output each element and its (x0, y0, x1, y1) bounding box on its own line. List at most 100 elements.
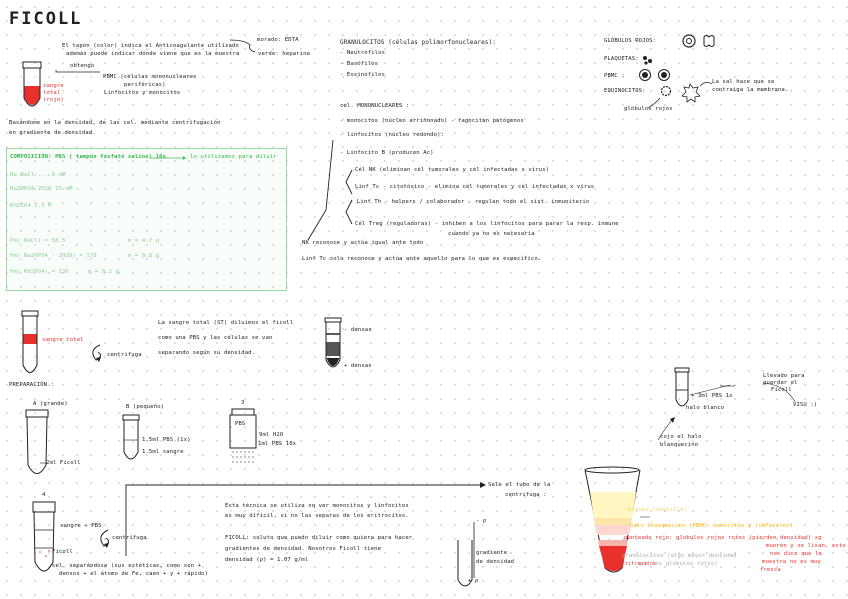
granulocitos-heading: GRANULOCITOS (células polimorfonucleares… (340, 39, 496, 46)
ficoll-def-3: densidad (ρ) = 1.07 g/ml (225, 557, 308, 564)
morado-edta: morado: EDTA (257, 37, 299, 44)
sangre-pbs-label: sangre + PBS (60, 523, 102, 530)
comp-line-4: Pm( NaCl) = 58.5 (10, 238, 65, 245)
centrifuga-text-3: separando según su densidad. (158, 350, 255, 357)
rho-plus: + ρ (468, 578, 478, 585)
centrifuge-tube-icon (22, 311, 38, 373)
small-tube-icon (675, 368, 689, 406)
granulocito-3: - Eosinófilos (340, 72, 385, 79)
sale-tubo: Sale el tubo de la (488, 482, 550, 489)
ficoll-def-1: FICOLL: soluto que puedo diluir como qui… (225, 535, 412, 542)
sangre-15ml: 1.5ml sangre (142, 449, 184, 456)
ficoll-2ml: 2ml Ficoll (46, 460, 81, 467)
preparacion-heading: PREPARACIÓN : (9, 382, 54, 389)
layer-punteado: punteado rojo: glóbulos rojos rotos (pie… (624, 535, 822, 542)
pbs-bottle-icon (230, 409, 256, 462)
linfocito-b: - Linfocito B (producen Ac) (340, 150, 434, 157)
centrifuga-label: centrifuga (107, 352, 142, 359)
cel-treg: Cél Treg (reguladoras) - inhiben a los l… (355, 221, 619, 228)
centrifuga-text-2: como una PBS y las células se van (158, 335, 272, 342)
layer-plasma: plasma (amarillo) (628, 507, 687, 514)
comp-line-5: Pm( Na2HPO4 · 2H2O) = 178 (10, 253, 97, 260)
tube-a-label: A (grande) (33, 401, 68, 408)
comp-result-2: m = 8.8 g (128, 253, 159, 260)
layer-eritrocitos: Eritrocitos (622, 561, 656, 568)
tube-4-number: 4 (42, 492, 45, 499)
layer-punteado-3: nos dice que la (770, 551, 822, 558)
comp-result-1: m = 4.7 g (128, 238, 159, 245)
sal-note: La sal hace que se (712, 79, 774, 86)
plaquetas-label: PLAQUETAS: (604, 56, 639, 63)
gradiente-label-2: de densidad (476, 559, 514, 566)
ficoll-label-2: Ficoll (52, 549, 73, 556)
blood-tube-icon (23, 62, 41, 106)
tube-a-icon (26, 410, 48, 474)
pbmc-label: PBMC (células mononucleares (103, 74, 197, 81)
comp-line-1: Na NaCl ... 8 mM (10, 172, 65, 179)
pbmc-label-2: periféricas) (124, 82, 166, 89)
layered-tube-icon (325, 318, 341, 367)
halo-blanco: halo blanco (686, 405, 724, 412)
separar-text-1: cel. separándose (sus estéticas, como so… (52, 563, 201, 570)
layer-punteado-4: muestra no es muy (762, 559, 821, 566)
tecnica-text-1: Esta técnica se utiliza xq ver monocitos… (225, 503, 409, 510)
globulos-rojos-label: GLÓBULOS ROJOS: (604, 38, 656, 45)
pbs-3ml: + 3ml PBS 1x (691, 393, 733, 400)
densas-minus: - densas (344, 327, 372, 334)
basado-text-2: en gradiente de densidad. (9, 130, 96, 137)
gradiente-label: gradiente (476, 550, 507, 557)
comp-result-3: m = 0.2 g (88, 269, 119, 276)
pbmc-label-3: Linfocitos y monocitos (104, 90, 180, 97)
cojo-halo: cojo el halo (660, 434, 702, 441)
comp-line-6: Pm( KH2PO4) = 136 (10, 269, 69, 276)
h2o-9ml: 9ml H2O (259, 432, 283, 439)
layer-punteado-2: mueren y se lisan, esto (766, 543, 846, 550)
separar-text-2: densos + el átomo de Fe, caen + y + rápi… (59, 571, 208, 578)
composition-header-2: lo utilizamos para diluir (190, 154, 277, 161)
sal-note-2: contraiga la membrana. (712, 87, 788, 94)
llevado-text: Llevado para (763, 373, 805, 380)
tube-4-icon (33, 502, 55, 571)
globulos-rojos-small: glóbulos rojos (624, 106, 673, 113)
rho-minus: - ρ (476, 518, 486, 525)
centrifuga-text-1: La sangre total (ST) diluimos el ficoll (158, 320, 293, 327)
llevado-text-3: Ficoll (771, 387, 792, 394)
tube-b-label: B (pequeño) (126, 404, 164, 411)
ficoll-def-2: gradientes de densidad. Nosotros Ficoll … (225, 546, 381, 553)
layer-granulocitos: granulocitos (algo mayor densidad (622, 553, 736, 560)
centrifuga-label-2: centrifuga (112, 535, 147, 542)
cel-nk: Cél NK (eliminan cél tumorales y cél inf… (355, 167, 549, 174)
obtengo-label: obtengo (70, 63, 94, 70)
pbs10-1ml: 1ml PBS 10x (258, 441, 296, 448)
mononucleares-heading: cél. MONONUCLEARES : (340, 103, 409, 110)
mono-line-2: - linfocitos (núcleo redondo): (340, 132, 444, 139)
visu-label: VISU :) (793, 402, 817, 409)
sangre-total-2: sangre total (42, 337, 84, 344)
llevado-text-2: guardar el (763, 380, 798, 387)
comp-line-3: KH2PO4 1.5 M (10, 203, 52, 210)
equinocitos-label: EQUINOCITOS: (604, 88, 646, 95)
layer-punteado-5: fresca (760, 567, 781, 574)
nk-reconoce: NK reconoce y actúa igual ante todo (302, 240, 423, 247)
tube-b-icon (123, 415, 139, 459)
bottle-number: 3 (241, 400, 244, 407)
granulocito-1: - Neutrófilos (340, 50, 385, 57)
linf-th: - Linf Th - helpers / colaborador - regu… (350, 199, 589, 206)
granulocito-2: - Basófilos (340, 61, 378, 68)
verde-heparina: verde: heparina (258, 51, 310, 58)
anticoag-note-2: además puede indicar dónde viene que es … (66, 51, 239, 58)
pbs-15ml: 1.5ml PBS (1x) (142, 437, 191, 444)
bottle-pbs-label: PBS (235, 421, 245, 428)
cel-treg-2: cuando ya no es necesaria (448, 231, 535, 238)
densas-plus: + densas (344, 363, 372, 370)
composition-header: COMPOSICIÓN: PBS ( tampón fosfato salino… (10, 154, 166, 161)
cojo-halo-2: blanquecino (660, 442, 698, 449)
basado-text: Basándome en la densidad, de las cel. me… (9, 120, 221, 127)
sangre-total-label: sangre total (rojo) (43, 83, 83, 104)
tc-reconoce: Linf Tc solo reconoce y actúa ante aquel… (302, 256, 541, 263)
sale-tubo-2: centrifuga : (505, 492, 547, 499)
comp-line-2: Na2HPO4 2H2O 15 mM (10, 186, 72, 193)
pbmc-right-label: PBMC : (604, 73, 625, 80)
linf-tc: Linf Tc - citotóxico - elimina cél tumor… (355, 184, 594, 191)
mono-line-1: - monocitos (núcleo arriñonado) - fagoci… (340, 118, 524, 125)
